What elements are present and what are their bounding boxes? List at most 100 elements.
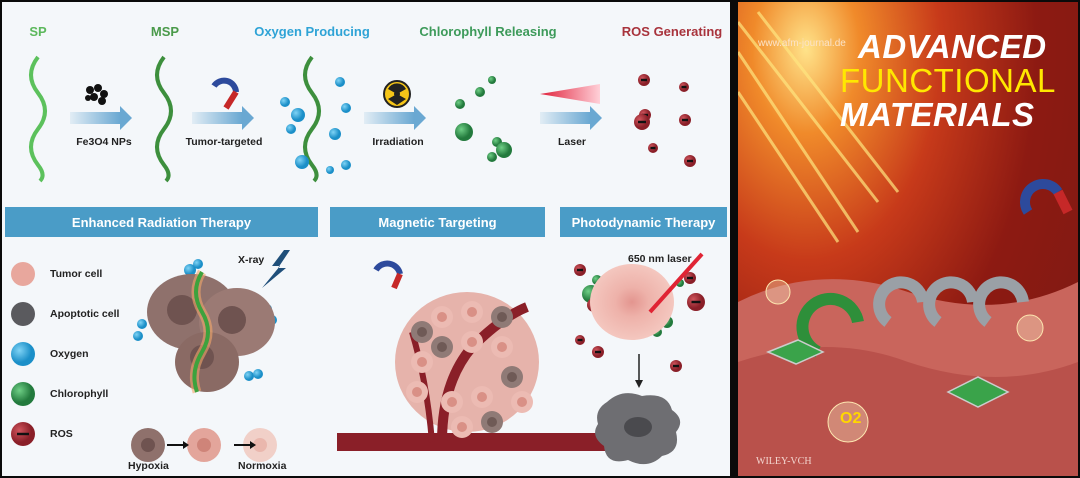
oxygen-particle <box>184 264 196 276</box>
step-irradiation: Irradiation <box>372 136 424 148</box>
normoxia-label: Normoxia <box>238 460 287 472</box>
oxygen-particle <box>193 259 203 269</box>
step-fe3o4-nps: Fe3O4 NPs <box>76 136 132 148</box>
oxygen-particle <box>335 77 345 87</box>
stage-chlorophyll-releasing: Chlorophyll Releasing <box>419 24 557 39</box>
minus-sign <box>17 432 29 436</box>
cell-nucleus <box>437 342 447 352</box>
chlorophyll-icon-shape <box>11 382 35 406</box>
oxygen-particle <box>286 124 296 134</box>
stage-sp: SP <box>29 24 47 39</box>
header-magnetic-targeting: Magnetic Targeting <box>330 207 545 237</box>
fe3o4-nanoparticles-icon <box>85 84 108 105</box>
oxygen-particle <box>295 155 309 169</box>
cell-nucleus <box>457 422 467 432</box>
arrows <box>70 106 602 130</box>
legend-item: Tumor cell <box>10 260 102 288</box>
sp-wave <box>29 55 47 183</box>
journal-url: www.afm-journal.de <box>758 38 846 49</box>
tumor-cell-icon-shape <box>11 262 35 286</box>
oxygen-particle <box>133 331 143 341</box>
chlorophyll-particle <box>475 87 485 97</box>
laser-pointer-icon <box>648 252 704 314</box>
minus-sign <box>638 120 646 124</box>
cell-nucleus <box>477 392 487 402</box>
cell-nucleus <box>497 342 507 352</box>
oxygen-icon <box>11 342 35 366</box>
magnet-icon <box>211 77 239 110</box>
cell-nucleus <box>437 312 447 322</box>
msp-wave <box>155 55 173 183</box>
legend-item: Oxygen <box>10 340 89 368</box>
tumor-cluster <box>147 269 275 394</box>
oxygen-particle <box>244 371 254 381</box>
minus-sign <box>687 276 693 280</box>
oxygen-wave <box>303 55 321 183</box>
oxygen-particle <box>326 166 334 174</box>
oxygen-particle <box>253 369 263 379</box>
stage-msp: MSP <box>150 24 180 39</box>
apoptotic-cell-icon-shape <box>11 302 35 326</box>
cell-nucleus <box>467 307 477 317</box>
cell-nucleus <box>507 372 517 382</box>
minus-sign <box>687 159 693 163</box>
minus-sign <box>577 268 583 272</box>
legend-item: Apoptotic cell <box>10 300 119 328</box>
cell-nucleus <box>417 327 427 337</box>
legend-label: Apoptotic cell <box>50 308 120 320</box>
cell-nucleus <box>417 357 427 367</box>
legend-item: ROS <box>10 420 73 448</box>
oxygen-particle <box>291 108 305 122</box>
cover-artwork <box>738 11 1078 476</box>
publisher-logo: WILEY-VCH <box>756 456 812 467</box>
xray-label: X-ray <box>238 254 265 266</box>
xray-bolt-icon <box>262 250 290 288</box>
cell-nucleus <box>467 337 477 347</box>
step-laser: Laser <box>557 136 587 148</box>
legend-item: Chlorophyll <box>10 380 108 408</box>
schematic-panel: SP MSP Oxygen Producing Chlorophyll Rele… <box>2 2 730 476</box>
stage-oxygen-producing: Oxygen Producing <box>254 24 370 39</box>
title-materials: MATERIALS <box>840 96 1035 133</box>
oxygen-particle <box>341 160 351 170</box>
minus-sign <box>691 300 701 304</box>
o2-bubble-label: O2 <box>840 410 862 427</box>
stage-ros-generating: ROS Generating <box>621 24 723 39</box>
legend-label: Chlorophyll <box>50 388 109 400</box>
minus-sign <box>650 146 656 150</box>
oxygen-particle <box>341 103 351 113</box>
header-photodynamic-therapy: Photodynamic Therapy <box>560 207 727 237</box>
tumor-cell-icon <box>11 262 35 286</box>
cell-nucleus <box>497 312 507 322</box>
laser-label: 650 nm laser <box>628 253 692 265</box>
chlorophyll-particle <box>455 99 465 109</box>
hypoxia-normoxia-sequence <box>131 428 277 462</box>
magnet-icon-large <box>373 260 403 290</box>
chlorophyll-icon <box>11 382 35 406</box>
oxygen-particle <box>329 128 341 140</box>
cell-nucleus <box>487 417 497 427</box>
legend-label: Oxygen <box>50 348 89 360</box>
oxygen-icon-shape <box>11 342 35 366</box>
cell-nucleus <box>517 397 527 407</box>
oxygen-particle <box>137 319 147 329</box>
chlorophyll-particle <box>488 76 496 84</box>
chlorophyll-particle <box>496 142 512 158</box>
chlorophyll-particle <box>455 123 473 141</box>
cell-nucleus <box>412 387 422 397</box>
minus-sign <box>595 350 601 354</box>
illustration-layer <box>29 55 705 465</box>
step-tumor-targeted: Tumor-targeted <box>185 136 263 148</box>
minus-sign <box>577 338 583 342</box>
radiation-icon <box>383 80 411 108</box>
cell-nucleus <box>447 397 457 407</box>
apoptotic-cell-icon <box>11 302 35 326</box>
journal-cover: www.afm-journal.de ADVANCED FUNCTIONAL M… <box>738 2 1078 476</box>
minus-sign <box>682 118 688 122</box>
target-cell <box>590 264 674 340</box>
legend-label: Tumor cell <box>50 268 103 280</box>
oxygen-particle <box>280 97 290 107</box>
ros-icon <box>11 422 35 446</box>
header-radiation-therapy: Enhanced Radiation Therapy <box>5 207 318 237</box>
hypoxia-label: Hypoxia <box>128 460 169 472</box>
